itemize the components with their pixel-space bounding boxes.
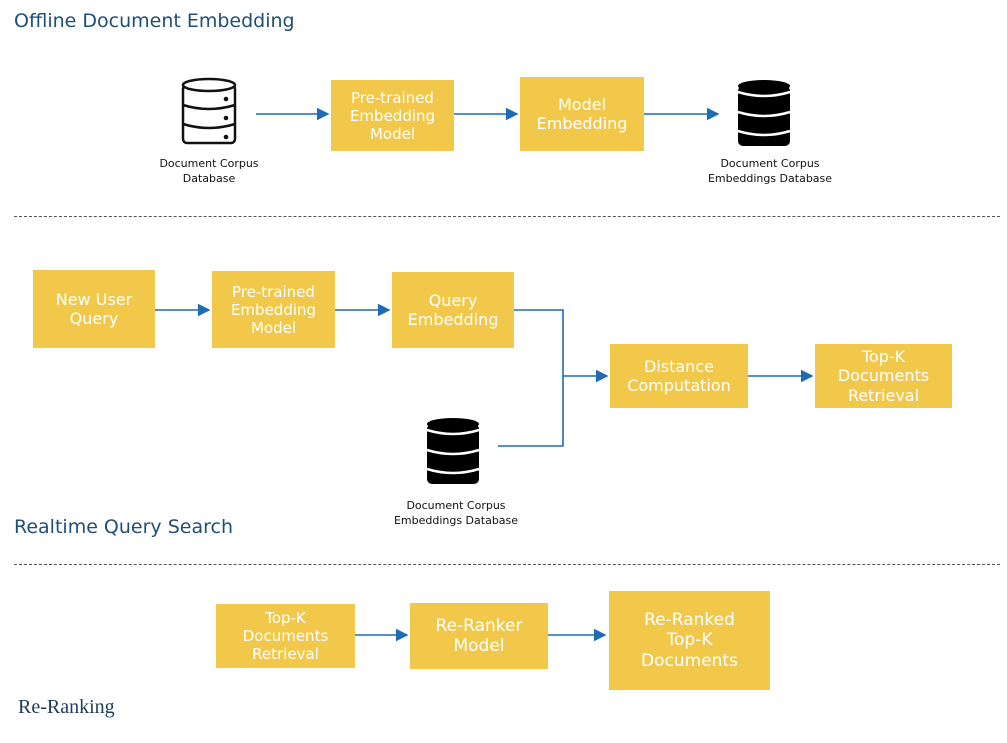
document-corpus-db-label: Document Corpus Database [159,157,259,185]
section-title-offline: Offline Document Embedding [14,10,295,32]
connector-query-embedding [514,309,564,376]
connector-emb-db [498,376,564,447]
section-divider-2 [14,564,1000,565]
section-divider-1 [14,216,1000,217]
topk-documents-retrieval-box: Top-K Documents Retrieval [815,344,952,408]
realtime-embeddings-db-label: Document Corpus Embeddings Database [393,499,519,527]
reranked-topk-documents-box: Re-Ranked Top-K Documents [609,591,770,690]
embeddings-database-icon [737,80,791,146]
distance-computation-box: Distance Computation [610,344,748,408]
realtime-embeddings-database-icon [426,418,480,484]
database-icon [181,77,237,145]
embeddings-db-label: Document Corpus Embeddings Database [707,157,833,185]
query-embedding-box: Query Embedding [392,272,514,348]
section-title-realtime: Realtime Query Search [14,516,233,538]
reranker-model-box: Re-Ranker Model [410,603,548,669]
model-embedding-box: Model Embedding [520,77,644,151]
pretrained-embedding-model-box: Pre-trained Embedding Model [331,80,454,151]
realtime-pretrained-model-box: Pre-trained Embedding Model [212,271,335,348]
new-user-query-box: New User Query [33,270,155,348]
rerank-topk-retrieval-box: Top-K Documents Retrieval [216,604,355,668]
section-title-rerank: Re-Ranking [18,696,115,718]
